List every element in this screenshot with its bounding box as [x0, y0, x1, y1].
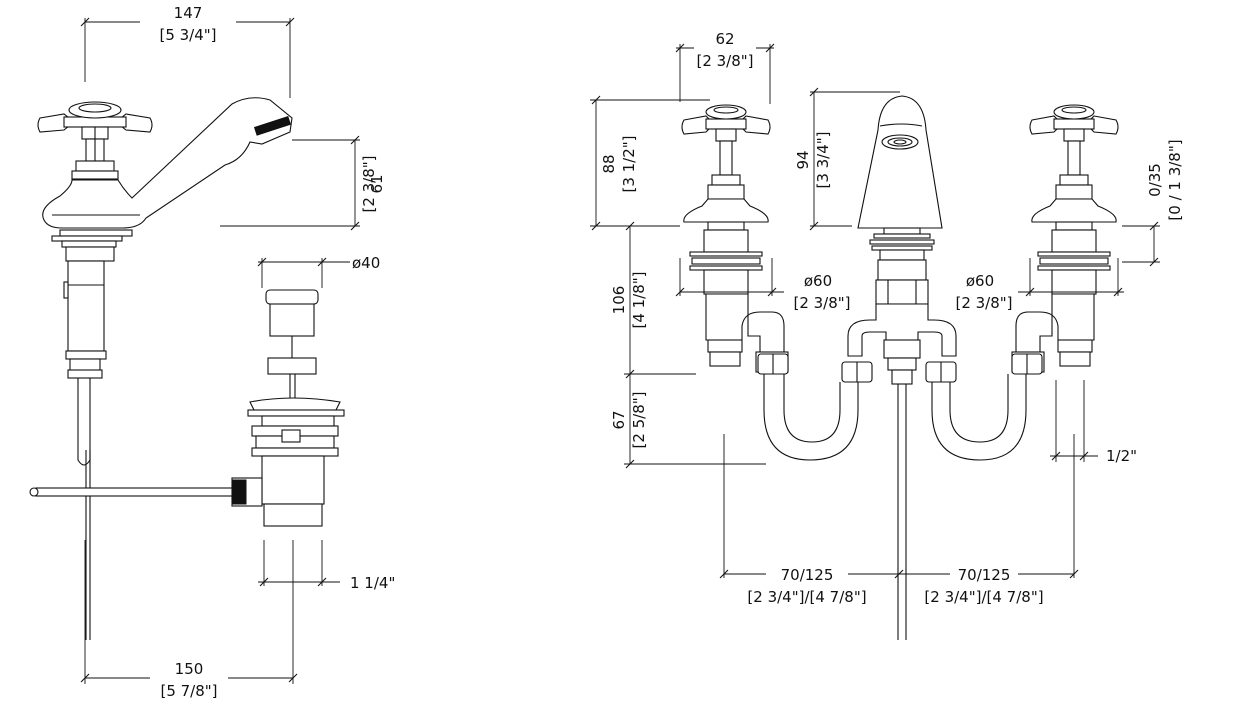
cross-handle-left-view [37, 101, 153, 180]
dim-inlet-thread: 1/2" [1106, 447, 1137, 465]
dim-deck-range: 0/35 [1146, 163, 1164, 197]
dim-centers-left-in: [2 3/4"]/[4 7/8"] [747, 588, 866, 606]
dim-spout-height: 94 [794, 150, 812, 169]
single-hole-dimensions [80, 17, 360, 684]
dim-handle-width-in: [2 3/8"] [696, 52, 753, 70]
center-spout [847, 95, 957, 640]
pop-up-waste [29, 289, 345, 527]
dim-handle-height-in: [3 1/2"] [620, 135, 638, 192]
dim-centers-right: 70/125 [958, 566, 1011, 584]
dim-spout-height-in: [3 3/4"] [814, 131, 832, 188]
dim-width-top-in: [5 3/4"] [159, 26, 216, 44]
widespread-dimensions [590, 43, 1160, 579]
dim-shank-length-in: [4 1/8"] [630, 271, 648, 328]
dim-flange-dia-left-in: [2 3/8"] [793, 294, 850, 312]
dim-flange-dia-right: ø60 [966, 272, 994, 290]
dim-deck-range-in: [0 / 1 3/8"] [1166, 139, 1184, 220]
dim-shank-length: 106 [610, 286, 628, 315]
dim-width-top: 147 [174, 4, 203, 22]
widespread-view: 62 [2 3/8"] 88 [3 1/2"] 94 [3 3/4"] 0/35… [590, 30, 1184, 640]
dim-pop-up-dia: ø40 [352, 254, 380, 272]
dim-connector-drop-in: [2 5/8"] [630, 391, 648, 448]
dim-centers-right-in: [2 3/4"]/[4 7/8"] [924, 588, 1043, 606]
dim-handle-height: 88 [600, 154, 618, 173]
mixer-body [42, 97, 293, 229]
right-handle-valve [1011, 104, 1119, 373]
dim-flange-dia-right-in: [2 3/8"] [955, 294, 1012, 312]
dim-flange-dia-left: ø60 [804, 272, 832, 290]
left-handle-valve [681, 104, 789, 373]
dim-centers-left: 70/125 [781, 566, 834, 584]
flexible-connectors [763, 374, 1027, 461]
dim-handle-width: 62 [715, 30, 734, 48]
dim-connector-drop: 67 [610, 410, 628, 429]
dim-spout-height: 61 [368, 174, 386, 193]
dim-width-bottom-in: [5 7/8"] [160, 682, 217, 700]
dim-waste-thread: 1 1/4" [350, 574, 395, 592]
dim-spout-height-in: [2 3/8"] [360, 155, 378, 212]
dim-width-bottom: 150 [175, 660, 204, 678]
single-hole-mixer-view: 147 [5 3/4"] 61 [2 3/8"] ø40 1 1/4" 150 … [29, 4, 395, 700]
connector-nuts [757, 353, 1043, 383]
mixer-shank [51, 229, 133, 640]
